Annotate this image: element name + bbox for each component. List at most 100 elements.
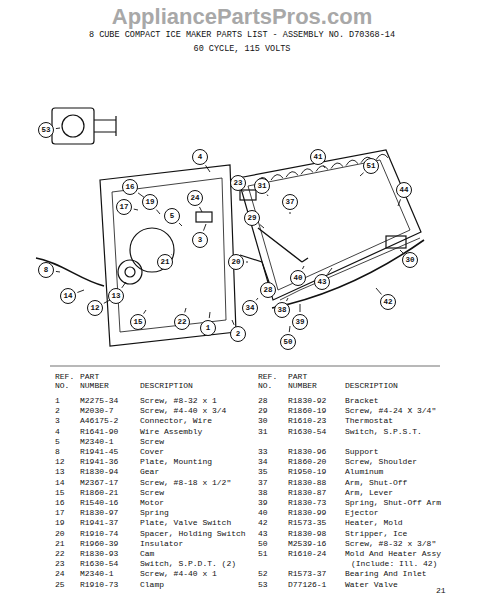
callout-number: 12 [87, 300, 103, 316]
title: 8 CUBE COMPACT ICE MAKER PARTS LIST - AS… [89, 30, 395, 40]
leader-line [144, 310, 146, 314]
ref-number: 16 [55, 498, 65, 507]
part-note: (Include: Ill. 42) [351, 559, 437, 568]
callout-number: 1 [200, 320, 216, 336]
part-description: Switch, S.P.S.T. [345, 427, 422, 436]
callout-number: 42 [380, 294, 396, 310]
callout-number: 21 [157, 254, 173, 270]
column-header: NUMBER [80, 381, 109, 390]
part-description: Connector, Wire [140, 416, 212, 425]
ref-number: 14 [55, 478, 65, 487]
ref-number: 40 [258, 508, 268, 517]
ref-number: 42 [258, 518, 268, 527]
part-number: R1860-19 [288, 406, 326, 415]
ref-number: 17 [55, 508, 65, 517]
motor [130, 228, 174, 272]
ref-number: 38 [258, 488, 268, 497]
column-header: DESCRIPTION [140, 381, 193, 390]
callout-number: 29 [244, 210, 260, 226]
part-number: D77126-1 [288, 580, 326, 589]
callout-number: 51 [363, 158, 379, 174]
part-description: Arm, Lever [345, 488, 393, 497]
callout-number: 23 [230, 175, 246, 191]
leader-line [185, 308, 186, 312]
callout-number: 14 [60, 288, 76, 304]
callout-number: 37 [282, 194, 298, 210]
callout-number: 17 [116, 199, 132, 215]
callout-number: 30 [402, 252, 418, 268]
callout-number: 40 [290, 270, 306, 286]
part-number: R1910-73 [80, 580, 118, 589]
leader-line [204, 224, 206, 231]
callout-number: 22 [174, 314, 190, 330]
ref-number: 5 [55, 437, 60, 446]
part-number: R1830-93 [80, 549, 118, 558]
leader-line [171, 254, 172, 255]
callout-number: 3 [192, 232, 208, 248]
part-description: Heater, Mold [345, 518, 403, 527]
column-header: PART [80, 372, 99, 381]
ref-number: 34 [258, 457, 268, 466]
part-number: A46175-2 [80, 416, 118, 425]
ref-number: 43 [258, 529, 268, 538]
ref-number: 3 [55, 416, 60, 425]
part-description: Screw, #4-24 X 3/4" [345, 406, 436, 415]
part-description: Spring [140, 508, 169, 517]
callout-number: 39 [292, 314, 308, 330]
leader-line [179, 223, 182, 226]
part-number: R1610-23 [288, 416, 326, 425]
column-header: NO. [258, 381, 272, 390]
callout-number: 43 [314, 274, 330, 290]
callout-number: 8 [38, 262, 54, 278]
ice-mold [238, 150, 421, 300]
callout-number: 31 [254, 178, 270, 194]
part-description: Cam [140, 549, 154, 558]
part-description: Plate, Valve Switch [140, 518, 231, 527]
part-number: R1960-39 [80, 539, 118, 548]
ref-number: 50 [258, 539, 268, 548]
ref-number: 53 [258, 580, 268, 589]
part-number: M2539-16 [288, 539, 326, 548]
ref-number: 30 [258, 416, 268, 425]
callout-number: 53 [38, 122, 54, 138]
column-header: NUMBER [288, 381, 317, 390]
part-description: Switch, S.P.D.T. (2) [140, 559, 236, 568]
part-number: R1830-73 [288, 498, 326, 507]
part-description: Gear [140, 467, 159, 476]
leader-line [400, 250, 403, 253]
leader-line [267, 195, 269, 196]
part-number: M2367-17 [80, 478, 118, 487]
leader-line [302, 266, 304, 269]
leader-line [260, 224, 264, 228]
rule [50, 366, 440, 367]
ref-number: 24 [55, 569, 65, 578]
part-number: R1540-16 [80, 498, 118, 507]
part-description: Screw, #4-40 x 3/4 [140, 406, 226, 415]
callout-number: 41 [310, 149, 326, 165]
leader-line [360, 173, 364, 176]
ref-number: 20 [55, 529, 65, 538]
part-description: Cover [140, 447, 164, 456]
leader-line [376, 288, 381, 294]
part-description: Ejector [345, 508, 379, 517]
leader-line [56, 271, 60, 273]
part-number: R1573-35 [288, 518, 326, 527]
part-number: R1860-20 [288, 457, 326, 466]
callout-number: 44 [396, 182, 412, 198]
callout-number: 24 [187, 190, 203, 206]
leader-line [328, 268, 332, 274]
callout-number: 15 [130, 314, 146, 330]
ref-number: 4 [55, 427, 60, 436]
part-description: Mold And Heater Assy [345, 549, 441, 558]
leader-line [256, 298, 258, 300]
wire-assembly [36, 258, 104, 286]
part-number: R1830-94 [80, 467, 118, 476]
part-number: R1941-37 [80, 518, 118, 527]
leader-line [398, 199, 400, 206]
part-number: R1950-19 [288, 467, 326, 476]
callout-number: 2 [230, 326, 246, 342]
ref-number: 52 [258, 569, 268, 578]
part-description: Screw, #4-40 x 1 [140, 569, 217, 578]
callout-number: 19 [142, 194, 158, 210]
leader-line [122, 282, 126, 288]
